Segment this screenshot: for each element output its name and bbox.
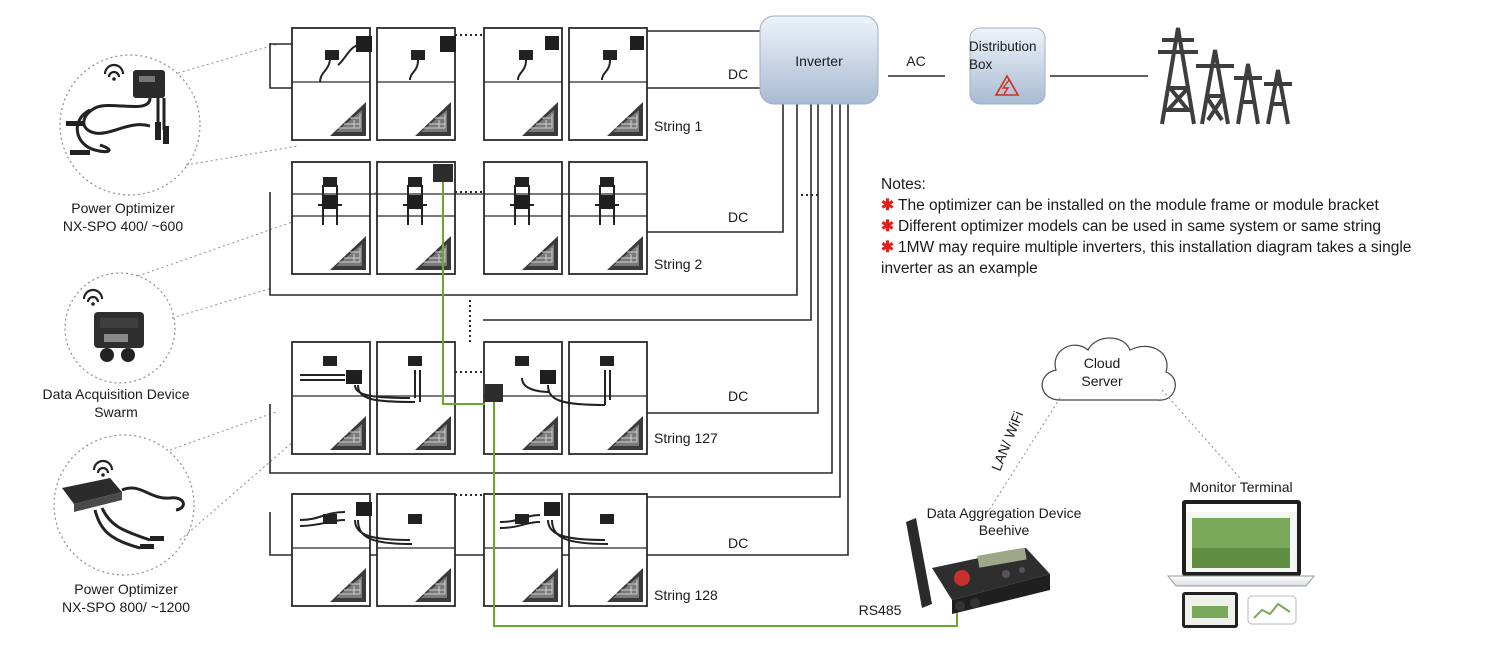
optimizer-small-model: NX-SPO 400/ ~600 [63,218,183,234]
note-text: The optimizer can be installed on the mo… [898,197,1379,214]
acquisition-device-illustration [64,177,419,384]
wifi-icon [82,288,104,306]
inverter-box [759,15,879,105]
string-128-label: String 128 [654,587,718,603]
string-127-panels [291,341,648,455]
aggregation-device-icon [906,518,1050,614]
acquisition-title: Data Acquisition Device [42,386,189,402]
asterisk-icon: ✱ [881,239,894,256]
wifi-icon [103,63,125,81]
string-127-dc: DC [728,388,748,404]
note-text: 1MW may require multiple inverters, this… [881,239,1412,277]
string-1-label: String 1 [654,118,702,134]
rs485-label: RS485 [859,602,902,618]
optimizer-small-title: Power Optimizer [71,200,175,216]
cloud-server-icon [1041,337,1176,401]
distribution-box-line1: Distribution [969,39,1037,54]
string-128-panels [291,493,648,607]
string-127-label: String 127 [654,430,718,446]
string-1-dc: DC [728,66,748,82]
notes-panel: Notes: ✱The optimizer can be installed o… [881,174,1441,279]
acquisition-name: Swarm [94,404,138,420]
cloud-monitor-link [1161,389,1241,479]
note-text: Different optimizer models can be used i… [898,218,1381,235]
note-item: ✱Different optimizer models can be used … [881,216,1441,237]
signal-line [442,182,958,627]
cloud-line1: Cloud [1084,355,1121,371]
ac-label: AC [906,53,925,69]
distribution-box-line2: Box [969,57,993,72]
optimizer-large-title: Power Optimizer [74,581,178,597]
string-2-dc: DC [728,209,748,225]
string-2-label: String 2 [654,256,702,272]
inverter-label: Inverter [795,53,843,69]
string-128-dc: DC [728,535,748,551]
lan-label: LAN/ WiFi [988,409,1026,473]
string-1-panels [291,27,648,141]
string-2-panels [291,161,648,275]
optimizer-large-model: NX-SPO 800/ ~1200 [62,599,190,615]
string-gap-dots [455,34,820,496]
optimizer-large-illustration [53,393,349,576]
asterisk-icon: ✱ [881,218,894,235]
monitor-terminal-icon [1166,500,1316,628]
warning-icon [994,74,1020,96]
distribution-box [969,27,1046,105]
asterisk-icon: ✱ [881,197,894,214]
monitor-label: Monitor Terminal [1189,479,1292,495]
aggregation-name: Beehive [979,522,1030,538]
transmission-tower-icon [1158,27,1292,125]
notes-title: Notes: [881,176,926,193]
acquisition-device-mini [485,384,503,402]
optimizer-small-illustration [59,43,299,196]
cloud-line2: Server [1081,373,1123,389]
aggregation-title: Data Aggregation Device [927,505,1082,521]
wifi-icon [92,459,114,477]
note-item: ✱The optimizer can be installed on the m… [881,195,1441,216]
acquisition-device-mini [433,164,453,182]
note-item: ✱1MW may require multiple inverters, thi… [881,237,1441,279]
